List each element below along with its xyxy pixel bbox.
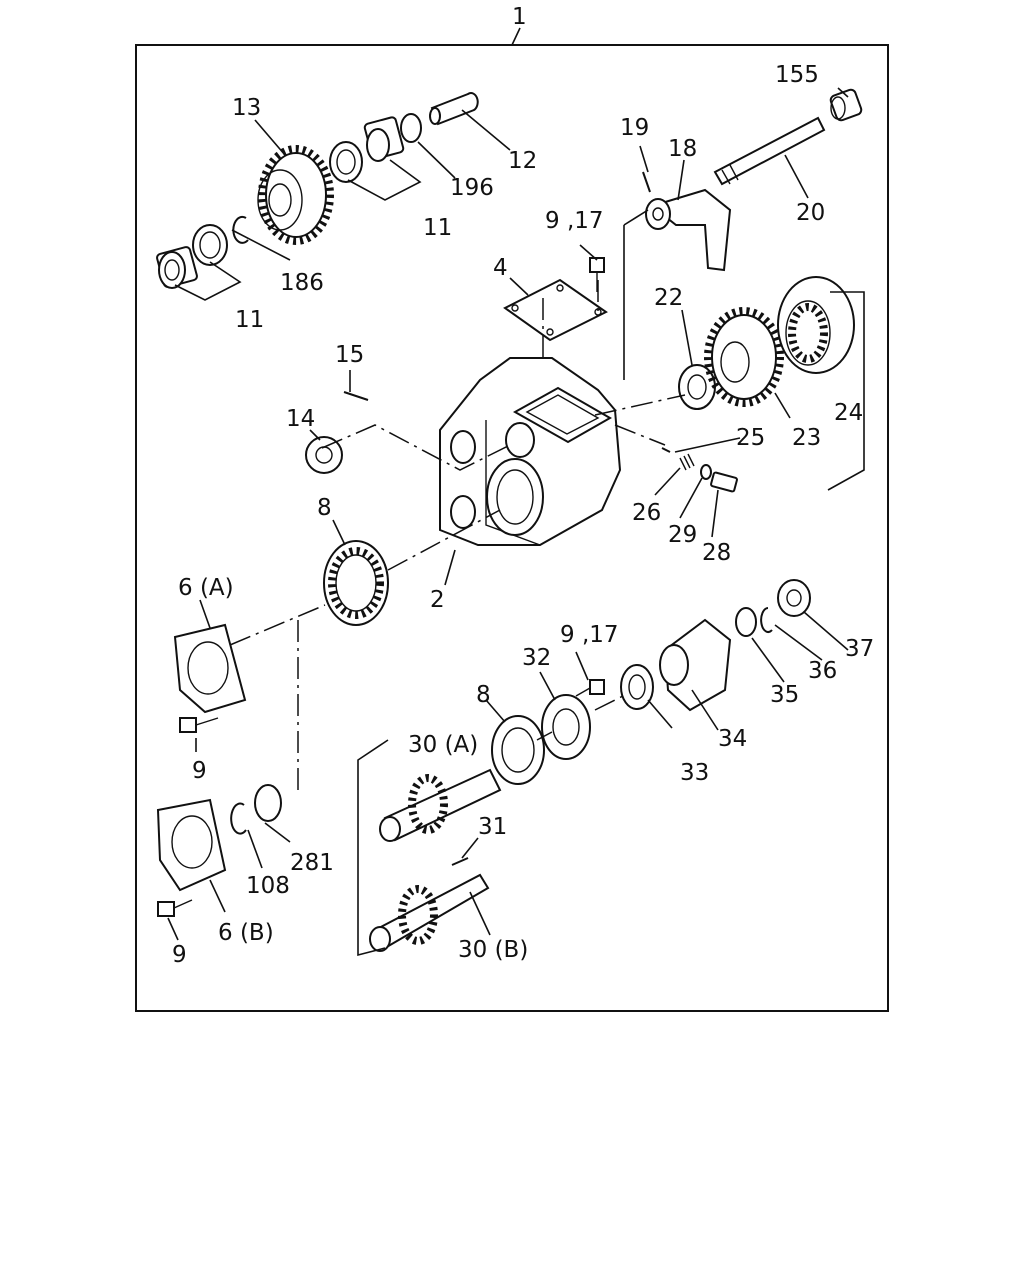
part-20-shift-shaft xyxy=(713,116,826,186)
part-6a-flange xyxy=(173,623,247,714)
label-12: 12 xyxy=(508,148,537,174)
label-24: 24 xyxy=(834,400,863,426)
part-37-nut xyxy=(777,579,811,617)
part-9-17-bolt-mid xyxy=(575,679,605,697)
part-155-bushing xyxy=(829,88,863,122)
label-34: 34 xyxy=(718,726,747,752)
label-6a: 6 (A) xyxy=(178,575,234,601)
part-30a-shaft xyxy=(379,768,502,842)
part-15-stud xyxy=(343,391,369,401)
label-36: 36 xyxy=(808,658,837,684)
part-33-seal xyxy=(620,664,654,710)
label-35: 35 xyxy=(770,682,799,708)
part-8-bearing-top xyxy=(323,540,389,626)
part-30b-shaft xyxy=(369,873,490,952)
part-19-pin xyxy=(642,171,651,193)
part-281-ring xyxy=(254,784,282,822)
part-108-snap-ring xyxy=(230,802,247,835)
part-29-washer xyxy=(700,464,712,480)
label-25: 25 xyxy=(736,425,765,451)
label-19: 19 xyxy=(620,115,649,141)
part-11-bearing-right xyxy=(329,116,405,183)
part-196-ring xyxy=(400,113,422,143)
label-2: 2 xyxy=(430,587,445,613)
label-18: 18 xyxy=(668,136,697,162)
part-186-snap-ring xyxy=(232,215,249,244)
part-24-sleeve xyxy=(777,276,855,374)
part-11-bearing-left xyxy=(156,224,228,289)
leader-lines xyxy=(167,87,865,957)
part-8-bearing-bottom xyxy=(491,715,545,785)
label-9-mid: 9 xyxy=(192,758,207,784)
label-9-17-mid: 9 ,17 xyxy=(560,622,619,648)
part-9-bolt-b xyxy=(157,899,193,917)
label-11-top: 11 xyxy=(423,215,452,241)
part-34-flange-yoke xyxy=(659,618,732,712)
axis-lines xyxy=(229,280,686,790)
part-14-bearing xyxy=(305,436,343,474)
part-6b-flange xyxy=(156,798,227,892)
label-20: 20 xyxy=(796,200,825,226)
part-35-washer xyxy=(735,607,757,637)
part-26-spring xyxy=(679,453,695,471)
part-23-gear xyxy=(704,307,784,407)
label-33: 33 xyxy=(680,760,709,786)
part-18-shift-fork xyxy=(645,188,732,272)
label-32: 32 xyxy=(522,645,551,671)
part-2-housing xyxy=(439,357,622,546)
part-12-pin xyxy=(429,92,479,126)
label-8-bottom: 8 xyxy=(476,682,491,708)
assembly-frame xyxy=(135,44,889,1012)
part-31-key xyxy=(451,857,469,866)
label-11-left: 11 xyxy=(235,307,264,333)
label-6b: 6 (B) xyxy=(218,920,274,946)
label-8-top: 8 xyxy=(317,495,332,521)
label-23: 23 xyxy=(792,425,821,451)
part-13-gear xyxy=(257,145,334,245)
part-28-plug xyxy=(710,471,738,493)
label-30a: 30 (A) xyxy=(408,732,478,758)
assembly-leader xyxy=(511,27,521,46)
label-9-bottom: 9 xyxy=(172,942,187,968)
label-22: 22 xyxy=(654,285,683,311)
part-9-bolt-a xyxy=(179,717,219,733)
part-32-retainer xyxy=(541,694,591,760)
label-196: 196 xyxy=(450,175,494,201)
label-37: 37 xyxy=(845,636,874,662)
label-31: 31 xyxy=(478,814,507,840)
label-29: 29 xyxy=(668,522,697,548)
part-9-17-bolt-top xyxy=(589,257,605,292)
label-155: 155 xyxy=(775,62,819,88)
label-108: 108 xyxy=(246,873,290,899)
label-28: 28 xyxy=(702,540,731,566)
label-9-17-top: 9 ,17 xyxy=(545,208,604,234)
label-30b: 30 (B) xyxy=(458,937,528,963)
part-25-pin xyxy=(661,447,671,453)
label-26: 26 xyxy=(632,500,661,526)
label-13: 13 xyxy=(232,95,261,121)
label-1: 1 xyxy=(512,4,527,30)
label-15: 15 xyxy=(335,342,364,368)
part-4-cover-plate xyxy=(503,278,608,342)
label-186: 186 xyxy=(280,270,324,296)
label-14: 14 xyxy=(286,406,315,432)
label-281: 281 xyxy=(290,850,334,876)
part-36-lock-ring xyxy=(760,607,773,633)
label-4: 4 xyxy=(493,255,508,281)
